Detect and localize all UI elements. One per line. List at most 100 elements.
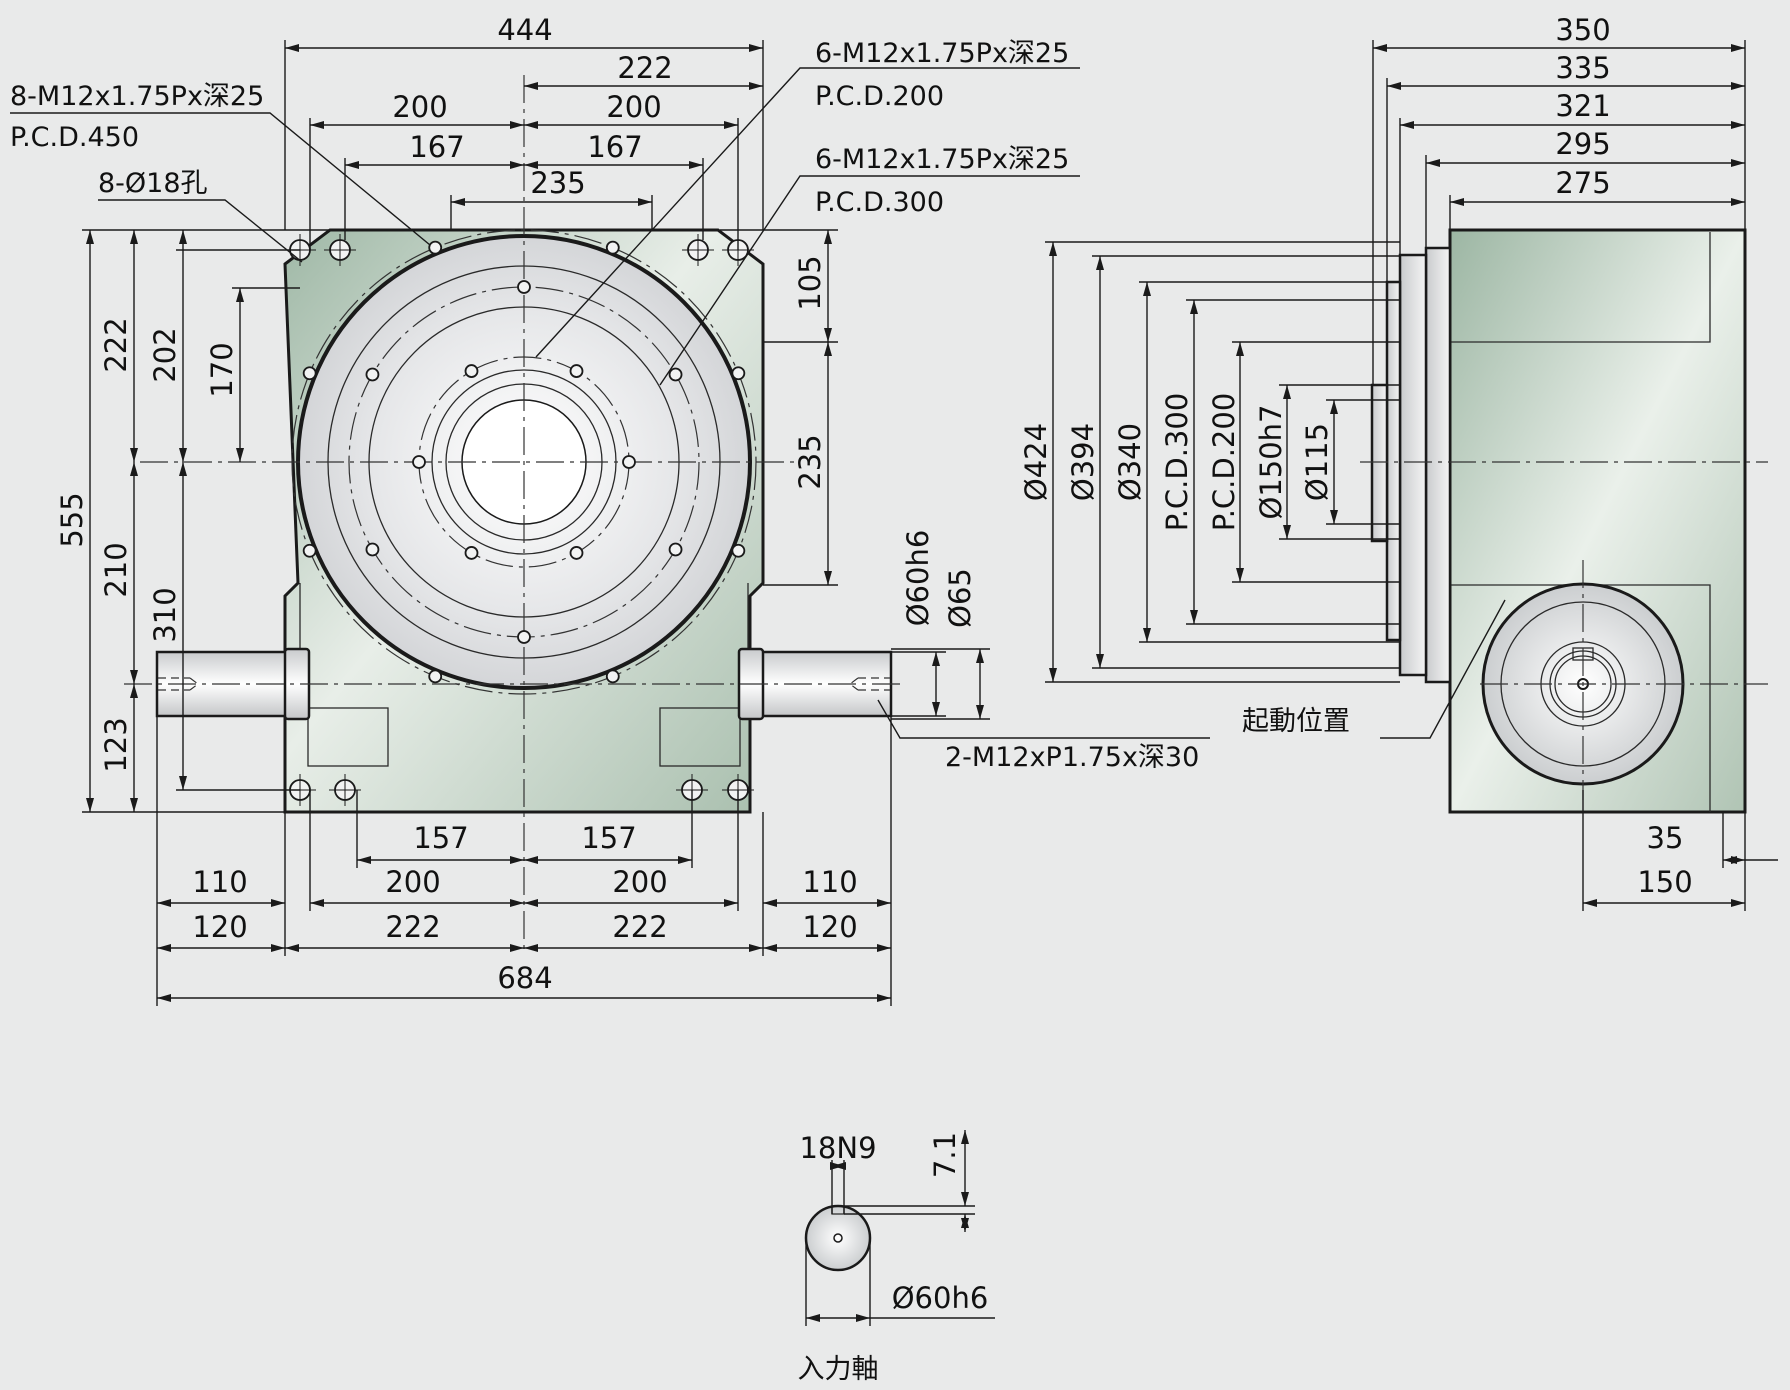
dim-arrow <box>749 82 763 90</box>
dim-arrow <box>763 899 777 907</box>
dim-arrow <box>1731 899 1745 907</box>
dim-105: 105 <box>793 255 827 310</box>
dim-arrow <box>357 856 371 864</box>
dim-arrow <box>157 994 171 1002</box>
callout-pcd200-thread: 6-M12x1.75Px深25 <box>815 38 1069 69</box>
dim-295: 295 <box>1555 127 1610 161</box>
callout-shaft-thread: 2-M12xP1.75x深30 <box>945 742 1199 773</box>
dim-210: 210 <box>99 542 133 597</box>
callout-pcd300-thread: 6-M12x1.75Px深25 <box>815 144 1069 175</box>
pcd200-hole <box>464 364 479 378</box>
dim-arrow <box>1330 400 1338 414</box>
side-pilot <box>1370 383 1389 543</box>
pcd450-hole <box>302 366 317 381</box>
dim-335: 335 <box>1555 51 1610 85</box>
input-shaft-title: 入力軸 <box>798 1354 879 1385</box>
dim-157-left: 157 <box>413 821 468 855</box>
dim-arrow <box>1190 610 1198 624</box>
dim-arrow <box>285 44 299 52</box>
dim-arrow <box>157 899 171 907</box>
dim-arrow <box>310 899 324 907</box>
dim-arrow <box>1143 628 1151 642</box>
dim-arrow <box>1387 82 1401 90</box>
dim-arrow <box>806 1314 820 1322</box>
input-shaft-right <box>755 650 893 718</box>
pcd300-hole <box>365 367 380 382</box>
dim-arrow <box>824 571 832 585</box>
side-flange-2 <box>1398 253 1428 677</box>
pcd200-hole <box>569 364 584 378</box>
dim-350: 350 <box>1555 13 1610 47</box>
dim-arrow <box>1283 525 1291 539</box>
dim-arrow <box>749 44 763 52</box>
dim-arrow <box>961 1130 969 1144</box>
dim-arrow <box>877 944 891 952</box>
side-flange-1 <box>1424 246 1452 684</box>
dim-arrow <box>678 856 692 864</box>
dim-arrow <box>1450 198 1464 206</box>
dim-arrow <box>976 649 984 663</box>
callout-pcd200: P.C.D.200 <box>815 81 944 112</box>
callout-pcd450: P.C.D.450 <box>10 122 139 153</box>
callout-pcd300: P.C.D.300 <box>815 187 944 218</box>
front-lower-left-pocket <box>307 707 389 767</box>
pcd300-hole <box>517 280 531 294</box>
dim-arrow <box>510 121 524 129</box>
dim-arrow <box>1236 568 1244 582</box>
dim-202: 202 <box>148 327 182 382</box>
dim-arrow <box>1096 256 1104 270</box>
dim-arrow <box>638 198 652 206</box>
dim-arrow <box>510 161 524 169</box>
shaft-section-center <box>833 1233 843 1243</box>
dim-arrow <box>976 705 984 719</box>
dim-arrow <box>1049 242 1057 256</box>
pcd450-hole <box>302 543 317 558</box>
dim-shaft-detail-dia: Ø60h6 <box>892 1281 989 1315</box>
dim-d150: Ø150h7 <box>1254 404 1288 519</box>
front-view <box>124 75 905 955</box>
dim-275: 275 <box>1555 166 1610 200</box>
side-inner-step-bottom <box>1450 584 1711 812</box>
shaft-thread-left <box>158 677 199 691</box>
dim-235-right: 235 <box>793 434 827 489</box>
dim-167-right: 167 <box>587 130 642 164</box>
pcd300-hole <box>365 542 380 557</box>
dim-444: 444 <box>497 13 552 47</box>
dim-arrow <box>130 798 138 812</box>
dim-18n9: 18N9 <box>799 1131 876 1165</box>
pcd450-hole <box>428 240 443 255</box>
dim-arrow <box>524 856 538 864</box>
dim-arrow <box>157 944 171 952</box>
dim-222-bottom-right: 222 <box>612 910 667 944</box>
dim-arrow <box>130 230 138 244</box>
dim-arrow <box>689 161 703 169</box>
dim-222-top: 222 <box>617 51 672 85</box>
pcd300-hole <box>668 367 683 382</box>
dim-arrow <box>932 702 940 716</box>
dim-arrow <box>130 448 138 462</box>
dim-d340: Ø340 <box>1113 423 1147 501</box>
dim-d424: Ø424 <box>1019 423 1053 501</box>
dim-arrow <box>1330 510 1338 524</box>
dim-d115: Ø115 <box>1300 423 1334 501</box>
pcd450-hole <box>731 366 746 381</box>
dim-pcd200-side: P.C.D.200 <box>1207 393 1241 532</box>
dim-arrow <box>179 230 187 244</box>
front-labels: 444 222 200 200 167 167 235 8-M12x1.75Px… <box>10 13 1199 995</box>
dim-120-left: 120 <box>192 910 247 944</box>
leader-line <box>98 199 303 263</box>
dim-shaft-dia: Ø60h6 <box>901 530 935 627</box>
leader-line <box>535 67 1080 358</box>
dim-arrow <box>824 328 832 342</box>
pcd200-hole <box>464 546 479 560</box>
pcd200-hole <box>622 455 636 469</box>
shaft-labels: 18N9 7.1 Ø60h6 入力軸 <box>798 1131 989 1385</box>
dim-arrow <box>451 198 465 206</box>
dim-arrow <box>1731 856 1745 864</box>
pcd450-hole <box>428 669 443 684</box>
pcd300-hole <box>517 630 531 644</box>
dim-arrow <box>1096 654 1104 668</box>
dim-200-bottom-right: 200 <box>612 865 667 899</box>
side-flange-3 <box>1385 280 1402 642</box>
dim-arrow <box>524 899 538 907</box>
